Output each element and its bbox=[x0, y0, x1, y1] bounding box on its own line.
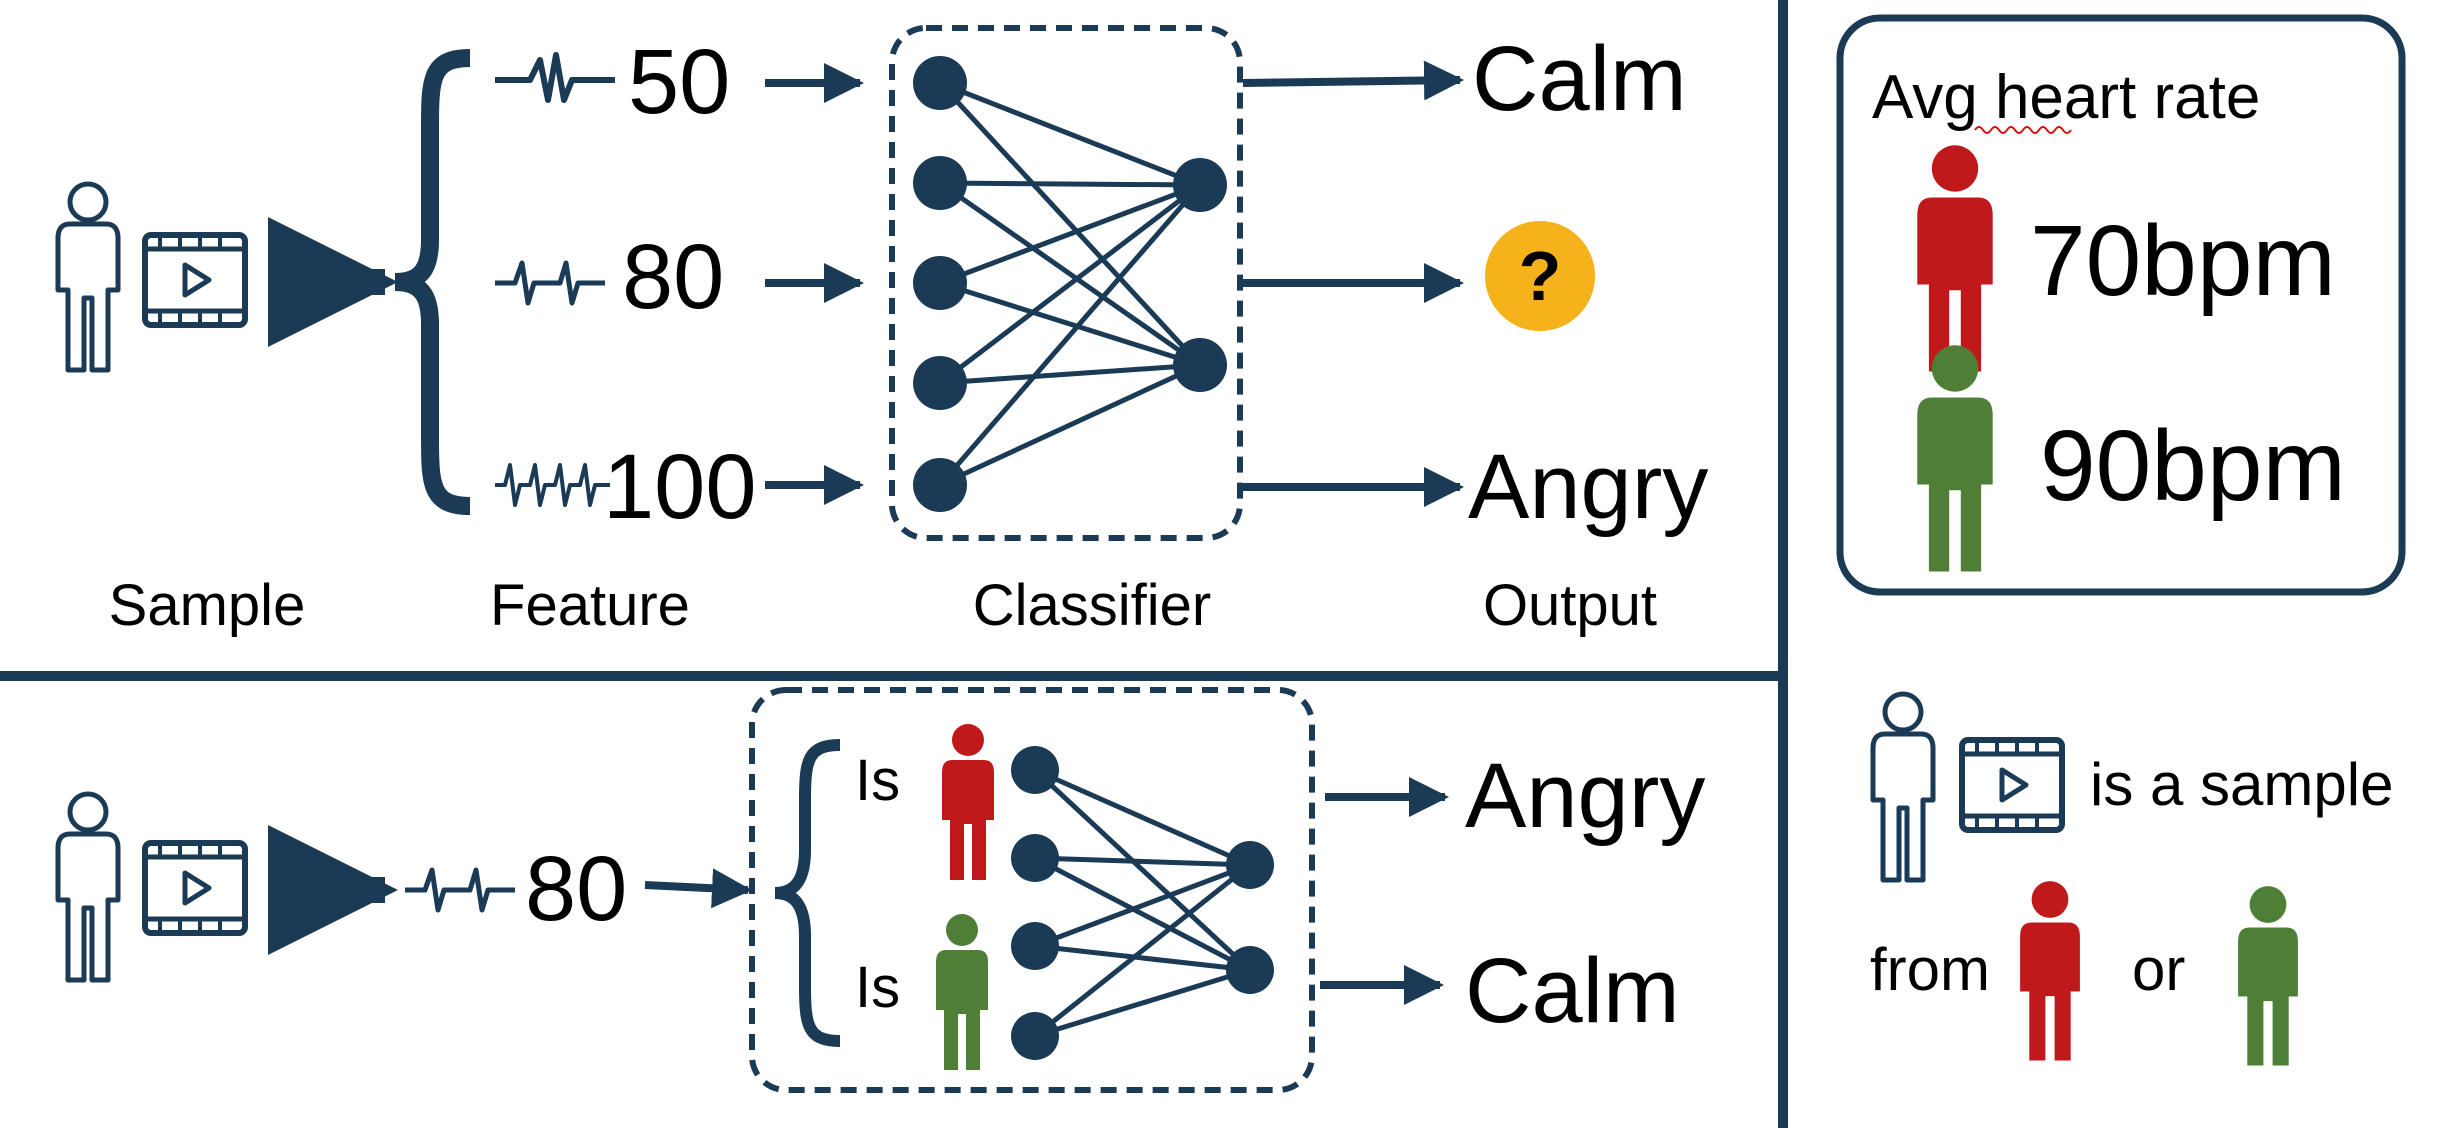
caption-sample: Sample bbox=[109, 573, 306, 638]
person-green-icon bbox=[936, 914, 988, 1070]
network-edge bbox=[938, 183, 1202, 385]
video-icon bbox=[1962, 740, 2062, 830]
network-edge bbox=[1034, 967, 1251, 1039]
condition-brace bbox=[774, 739, 841, 1047]
network-node bbox=[1011, 746, 1059, 794]
network-edge bbox=[939, 362, 1201, 386]
feature-value-100: 100 bbox=[603, 436, 757, 538]
network-node bbox=[913, 458, 967, 512]
network-node bbox=[1226, 841, 1274, 889]
bottom-panel: 80 Is Is Angry Calm bbox=[58, 687, 1705, 1093]
person-red-icon bbox=[2020, 881, 2080, 1061]
network-edge bbox=[938, 81, 1202, 367]
caption-classifier: Classifier bbox=[973, 573, 1212, 638]
legend-red-rate: 70bpm bbox=[2030, 205, 2336, 317]
output-angry: Angry bbox=[1468, 436, 1708, 538]
heartbeat-icon bbox=[495, 260, 605, 306]
network-node bbox=[913, 256, 967, 310]
feature-value-80: 80 bbox=[622, 226, 724, 328]
network-node bbox=[1173, 158, 1227, 212]
network-edge bbox=[1034, 855, 1251, 868]
network-edge bbox=[938, 362, 1202, 488]
network-edge bbox=[938, 180, 1202, 368]
output-calm: Calm bbox=[1472, 28, 1687, 130]
network-node bbox=[1011, 922, 1059, 970]
network-edge bbox=[939, 280, 1201, 368]
network-edge bbox=[1033, 855, 1252, 973]
person-outline-icon bbox=[58, 794, 118, 980]
network-edge bbox=[1033, 863, 1252, 1038]
network-edge bbox=[938, 183, 1202, 487]
network-node bbox=[913, 156, 967, 210]
network-edge bbox=[1033, 767, 1252, 868]
neural-network bbox=[913, 56, 1227, 512]
condition-label-red: Is bbox=[855, 748, 900, 813]
svg-text:?: ? bbox=[1519, 237, 1562, 315]
top-panel: 50 80 100 Calm ? Angry Sample Feature Cl… bbox=[58, 25, 1708, 638]
caption-feature: Feature bbox=[490, 573, 690, 638]
feature-arrow bbox=[644, 868, 752, 909]
video-icon bbox=[145, 235, 245, 325]
legend-note-or: or bbox=[2132, 936, 2185, 1003]
legend-green-rate: 90bpm bbox=[2040, 410, 2346, 522]
spellcheck-underline bbox=[1974, 126, 2072, 134]
classifier-box bbox=[889, 25, 1243, 541]
network-node bbox=[1011, 1012, 1059, 1060]
legend-title: Avg heart rate bbox=[1872, 63, 2260, 132]
network-edge bbox=[1034, 943, 1251, 973]
condition-label-green: Is bbox=[855, 955, 900, 1020]
network-edge bbox=[939, 182, 1201, 286]
feature-value-50: 50 bbox=[628, 31, 730, 133]
conditional-classifier-box bbox=[749, 687, 1315, 1093]
network-edge bbox=[1034, 862, 1251, 949]
legend-panel: Avg heart rate 70bpm 90bpm is a sample f… bbox=[1836, 14, 2406, 1066]
legend-note-from: from bbox=[1870, 936, 1990, 1003]
video-icon bbox=[145, 843, 245, 933]
heartbeat-icon bbox=[495, 463, 610, 507]
person-green-icon bbox=[2238, 886, 2298, 1066]
network-edge bbox=[1033, 768, 1252, 972]
network-node bbox=[1226, 946, 1274, 994]
bottom-feature-value: 80 bbox=[525, 838, 627, 940]
bottom-output-angry: Angry bbox=[1465, 745, 1705, 847]
network-node bbox=[1011, 834, 1059, 882]
neural-network bbox=[1011, 746, 1274, 1060]
feature-brace bbox=[394, 49, 471, 515]
heartbeat-icon bbox=[405, 867, 515, 913]
person-red-icon bbox=[942, 724, 994, 880]
network-node bbox=[1173, 338, 1227, 392]
bottom-output-calm: Calm bbox=[1465, 940, 1680, 1042]
person-outline-icon bbox=[58, 184, 118, 370]
heartbeat-icon bbox=[495, 52, 615, 103]
network-edge bbox=[939, 80, 1201, 188]
network-node bbox=[913, 56, 967, 110]
person-outline-icon bbox=[1873, 694, 1933, 880]
output-arrow bbox=[1242, 60, 1464, 101]
caption-output: Output bbox=[1483, 573, 1657, 638]
network-node bbox=[913, 356, 967, 410]
question-icon: ? bbox=[1485, 221, 1595, 331]
legend-note-line1: is a sample bbox=[2090, 751, 2393, 818]
network-edge bbox=[939, 180, 1201, 188]
